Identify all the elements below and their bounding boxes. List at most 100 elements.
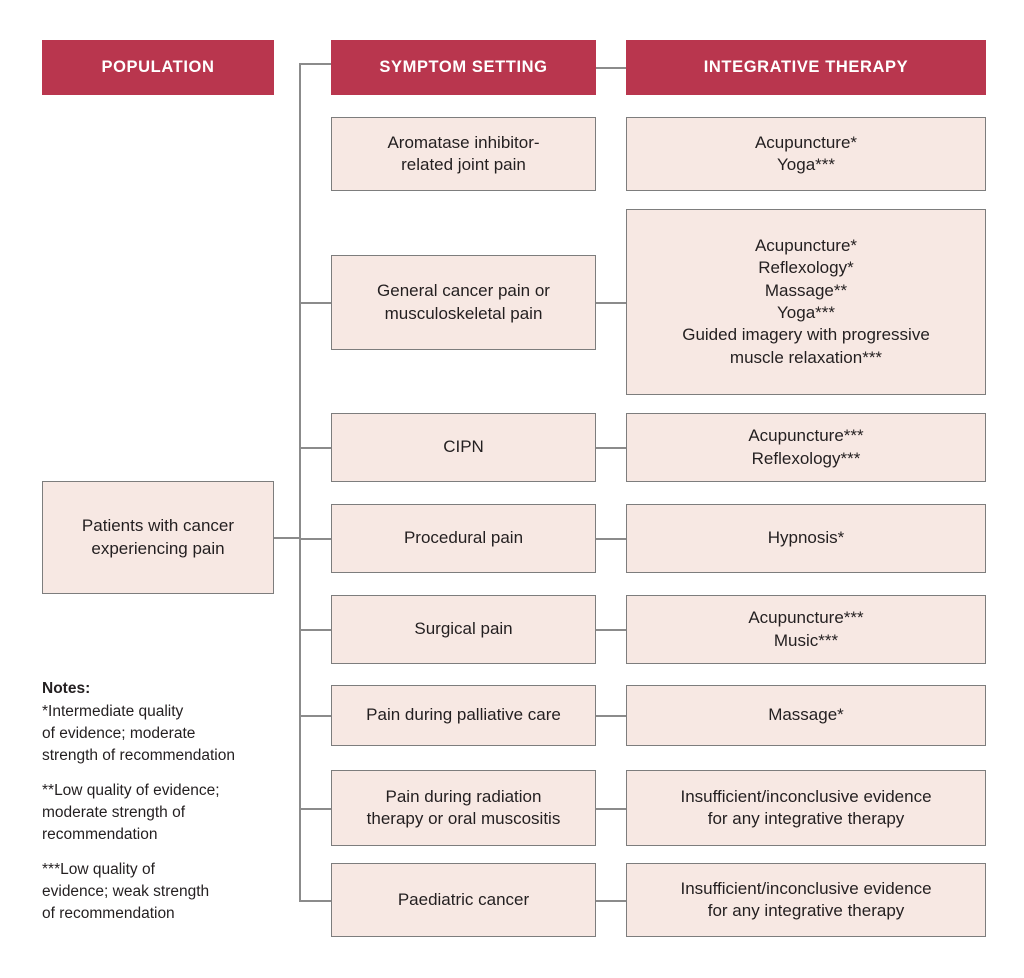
therapy-box-2-line-3: Massage** <box>764 280 848 300</box>
symptom-box-1-line-2: related joint pain <box>401 155 526 174</box>
therapy-box-6: Massage* <box>626 685 986 746</box>
therapy-box-4: Hypnosis* <box>626 504 986 573</box>
header-population-label: POPULATION <box>101 58 215 76</box>
symptom-box-2: General cancer pain or musculoskeletal p… <box>331 255 596 350</box>
branch-line-2 <box>299 302 331 304</box>
symptom-box-1: Aromatase inhibitor- related joint pain <box>331 117 596 191</box>
therapy-box-1-line-1: Acupuncture* <box>754 132 858 152</box>
row-connector-8 <box>596 900 626 902</box>
note-1-line-2: of evidence; moderate <box>42 725 196 742</box>
note-3-line-3: of recommendation <box>42 905 175 922</box>
population-box-text: Patients with cancer experiencing pain <box>51 515 265 560</box>
therapy-box-1: Acupuncture* Yoga*** <box>626 117 986 191</box>
notes-title: Notes: <box>42 680 91 697</box>
therapy-box-8-text: Insufficient/inconclusive evidence for a… <box>635 878 977 923</box>
branch-line-8 <box>299 900 331 902</box>
note-2-line-1: **Low quality of evidence; <box>42 782 220 799</box>
note-2-line-2: moderate strength of <box>42 804 186 821</box>
symptom-box-7-text: Pain during radiation therapy or oral mu… <box>340 786 587 831</box>
therapy-box-5-line-2: Music*** <box>773 630 839 650</box>
symptom-box-4: Procedural pain <box>331 504 596 573</box>
symptom-box-8-line-1: Paediatric cancer <box>397 889 530 909</box>
therapy-box-2-line-1: Acupuncture* <box>754 235 858 255</box>
branch-line-7 <box>299 808 331 810</box>
therapy-box-6-line-1: Massage* <box>768 705 844 725</box>
population-box-line-1: Patients with cancer <box>81 516 235 536</box>
header-symptom-setting-label: SYMPTOM SETTING <box>379 58 548 76</box>
note-item-3: ***Low quality of evidence; weak strengt… <box>42 859 282 925</box>
therapy-box-1-line-2: Yoga*** <box>777 155 835 174</box>
therapy-box-7-line-1: Insufficient/inconclusive evidence <box>680 786 932 806</box>
symptom-box-2-line-2: musculoskeletal pain <box>384 303 543 323</box>
note-2-line-3: recommendation <box>42 826 158 843</box>
therapy-box-8-line-2: for any integrative therapy <box>707 901 905 920</box>
therapy-box-2-line-4: Yoga*** <box>777 303 835 322</box>
therapy-box-7-line-2: for any integrative therapy <box>707 809 905 828</box>
therapy-box-3-text: Acupuncture*** Reflexology*** <box>635 425 977 470</box>
therapy-box-3: Acupuncture*** Reflexology*** <box>626 413 986 482</box>
population-connector <box>274 537 301 539</box>
header-integrative-therapy-label: INTEGRATIVE THERAPY <box>703 58 909 76</box>
therapy-box-1-text: Acupuncture* Yoga*** <box>635 132 977 177</box>
branch-line-6 <box>299 715 331 717</box>
symptom-box-2-line-1: General cancer pain or <box>377 281 550 301</box>
row-connector-7 <box>596 808 626 810</box>
branch-line-4 <box>299 538 331 540</box>
trunk-top-connector <box>299 63 331 65</box>
therapy-box-2-line-5: Guided imagery with progressive <box>682 325 930 345</box>
symptom-box-5: Surgical pain <box>331 595 596 664</box>
therapy-box-2-line-2: Reflexology* <box>758 258 854 278</box>
therapy-box-2-line-6: muscle relaxation*** <box>729 347 883 367</box>
therapy-box-3-line-1: Acupuncture*** <box>748 426 864 446</box>
row-connector-5 <box>596 629 626 631</box>
row-connector-3 <box>596 447 626 449</box>
symptom-box-5-line-1: Surgical pain <box>414 619 513 639</box>
symptom-box-4-line-1: Procedural pain <box>403 528 524 548</box>
header-connector <box>596 67 626 69</box>
population-box-line-2: experiencing pain <box>91 538 225 558</box>
branch-line-3 <box>299 447 331 449</box>
row-connector-2 <box>596 302 626 304</box>
symptom-box-8: Paediatric cancer <box>331 863 596 937</box>
therapy-box-3-line-2: Reflexology*** <box>751 448 861 468</box>
therapy-box-7: Insufficient/inconclusive evidence for a… <box>626 770 986 846</box>
symptom-box-3: CIPN <box>331 413 596 482</box>
therapy-box-5: Acupuncture*** Music*** <box>626 595 986 664</box>
therapy-box-2-text: Acupuncture* Reflexology* Massage** Yoga… <box>635 235 977 370</box>
note-1-line-3: strength of recommendation <box>42 747 235 764</box>
note-item-1: *Intermediate quality of evidence; moder… <box>42 701 282 767</box>
therapy-box-4-line-1: Hypnosis* <box>767 528 845 548</box>
trunk-vertical-line <box>299 63 301 901</box>
symptom-box-8-text: Paediatric cancer <box>340 889 587 911</box>
symptom-box-1-text: Aromatase inhibitor- related joint pain <box>340 132 587 177</box>
row-connector-6 <box>596 715 626 717</box>
symptom-box-7-line-1: Pain during radiation <box>385 786 542 806</box>
therapy-box-5-text: Acupuncture*** Music*** <box>635 607 977 652</box>
therapy-box-8: Insufficient/inconclusive evidence for a… <box>626 863 986 937</box>
symptom-box-4-text: Procedural pain <box>340 527 587 549</box>
therapy-box-4-text: Hypnosis* <box>635 527 977 549</box>
branch-line-5 <box>299 629 331 631</box>
symptom-box-7: Pain during radiation therapy or oral mu… <box>331 770 596 846</box>
therapy-box-6-text: Massage* <box>635 704 977 726</box>
therapy-box-5-line-1: Acupuncture*** <box>748 608 864 628</box>
symptom-box-5-text: Surgical pain <box>340 618 587 640</box>
note-3-line-2: evidence; weak strength <box>42 883 210 900</box>
note-3-line-1: ***Low quality of <box>42 861 155 878</box>
note-1-line-1: *Intermediate quality <box>42 703 184 720</box>
therapy-box-2: Acupuncture* Reflexology* Massage** Yoga… <box>626 209 986 395</box>
therapy-box-8-line-1: Insufficient/inconclusive evidence <box>680 878 932 898</box>
therapy-box-7-text: Insufficient/inconclusive evidence for a… <box>635 786 977 831</box>
notes-section: Notes: *Intermediate quality of evidence… <box>42 678 282 925</box>
symptom-box-3-text: CIPN <box>340 436 587 458</box>
symptom-box-6-line-1: Pain during palliative care <box>366 705 561 725</box>
symptom-box-6: Pain during palliative care <box>331 685 596 746</box>
row-connector-4 <box>596 538 626 540</box>
header-integrative-therapy: INTEGRATIVE THERAPY <box>626 40 986 95</box>
symptom-box-1-line-1: Aromatase inhibitor- <box>387 132 540 152</box>
header-symptom-setting: SYMPTOM SETTING <box>331 40 596 95</box>
symptom-box-2-text: General cancer pain or musculoskeletal p… <box>340 280 587 325</box>
symptom-box-6-text: Pain during palliative care <box>340 704 587 726</box>
header-population: POPULATION <box>42 40 274 95</box>
